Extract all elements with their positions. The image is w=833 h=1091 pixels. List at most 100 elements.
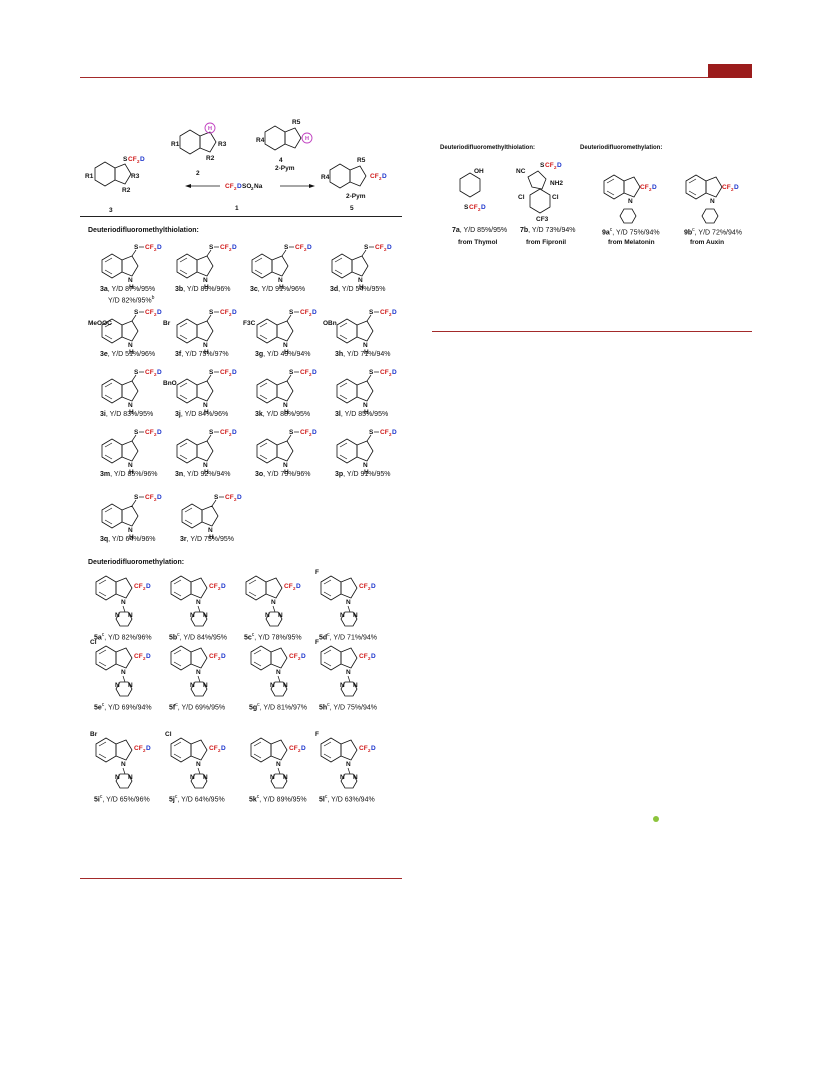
thio-caption-extra-3a: Y/D 82%/95%b <box>108 295 155 305</box>
r2-label: R2 <box>122 187 131 194</box>
svg-text:2: 2 <box>137 159 140 164</box>
svg-text:S: S <box>284 244 289 251</box>
svg-text:N: N <box>346 599 351 606</box>
svg-text:N: N <box>363 402 368 409</box>
svg-text:N: N <box>353 774 358 781</box>
thio-caption-3q: 3q, Y/D 64%/96% <box>100 536 156 543</box>
svg-text:D: D <box>232 244 237 251</box>
substituent-label: Cl <box>165 731 172 738</box>
svg-text:N: N <box>278 612 283 619</box>
svg-text:CF: CF <box>380 429 389 436</box>
substituent-label: BnO <box>163 380 177 387</box>
svg-text:2: 2 <box>154 247 157 252</box>
svg-text:2: 2 <box>304 247 307 252</box>
svg-text:CF: CF <box>220 369 229 376</box>
scheme-product-5: R4 R5 CF 2 D 2-Pym 5 <box>321 157 387 212</box>
svg-text:CF: CF <box>284 583 293 590</box>
thio-caption-3p: 3p, Y/D 91%/95% <box>335 471 391 478</box>
svg-text:N: N <box>276 669 281 676</box>
svg-text:S: S <box>134 309 139 316</box>
svg-text:H: H <box>284 469 289 476</box>
thio-caption-3e: 3e, Y/D 51%/96% <box>100 351 156 358</box>
thio-caption-3i: 3i, Y/D 83%/95% <box>100 411 154 418</box>
svg-text:D: D <box>232 369 237 376</box>
svg-text:2: 2 <box>298 656 301 661</box>
svg-text:CF: CF <box>209 653 218 660</box>
svg-text:S: S <box>289 309 294 316</box>
svg-text:H: H <box>305 136 309 142</box>
svg-text:2: 2 <box>234 186 237 191</box>
right-source-7a: from Thymol <box>458 239 498 246</box>
svg-text:H: H <box>364 349 369 356</box>
svg-text:N: N <box>340 612 345 619</box>
right-caption-7a: 7a, Y/D 85%/95% <box>452 227 508 234</box>
svg-text:H: H <box>204 409 209 416</box>
svg-text:N: N <box>340 682 345 689</box>
thio-caption-3h: 3h, Y/D 71%/94% <box>335 351 391 358</box>
svg-text:2: 2 <box>554 165 557 170</box>
svg-text:N: N <box>190 774 195 781</box>
svg-text:2: 2 <box>379 176 382 181</box>
svg-text:CF: CF <box>134 583 143 590</box>
methyl-caption-5j: 5jc, Y/D 64%/95% <box>169 794 225 804</box>
svg-text:N: N <box>710 198 715 205</box>
svg-text:N: N <box>276 761 281 768</box>
svg-text:CF: CF <box>722 184 731 191</box>
svg-text:2: 2 <box>218 748 221 753</box>
r3-label: R3 <box>131 173 140 180</box>
svg-text:H: H <box>204 284 209 291</box>
thio-caption-3k: 3k, Y/D 88%/95% <box>255 411 311 418</box>
svg-text:H: H <box>129 534 134 541</box>
svg-text:CF: CF <box>220 309 229 316</box>
svg-text:2: 2 <box>389 432 392 437</box>
svg-text:N: N <box>115 774 120 781</box>
svg-text:N: N <box>363 342 368 349</box>
svg-text:2-Pym: 2-Pym <box>346 193 366 200</box>
svg-text:N: N <box>358 277 363 284</box>
svg-text:2: 2 <box>368 656 371 661</box>
right-source-9b: from Auxin <box>690 239 725 246</box>
thio-caption-3d: 3d, Y/D 54%/95% <box>330 286 386 293</box>
svg-text:CF: CF <box>370 173 379 180</box>
svg-text:H: H <box>209 534 214 541</box>
svg-text:D: D <box>392 429 397 436</box>
svg-text:CF: CF <box>359 745 368 752</box>
svg-text:CF: CF <box>145 244 154 251</box>
svg-text:S: S <box>209 429 214 436</box>
svg-text:N: N <box>346 761 351 768</box>
svg-text:D: D <box>221 583 226 590</box>
svg-text:2: 2 <box>731 187 734 192</box>
svg-text:D: D <box>307 244 312 251</box>
svg-text:OH: OH <box>474 168 484 175</box>
svg-text:N: N <box>121 761 126 768</box>
thio-caption-3n: 3n, Y/D 92%/94% <box>175 471 231 478</box>
methyl-caption-5b: 5bc, Y/D 84%/95% <box>169 632 228 642</box>
svg-text:2: 2 <box>154 372 157 377</box>
substituent-label: F <box>315 569 319 576</box>
svg-text:S: S <box>289 369 294 376</box>
scheme-substrate-2: H R1 R3 R2 2 <box>171 122 227 177</box>
substituent-label: Br <box>163 320 171 327</box>
svg-text:D: D <box>481 204 486 211</box>
svg-text:5: 5 <box>350 205 354 212</box>
thio-caption-3o: 3o, Y/D 79%/96% <box>255 471 311 478</box>
svg-text:N: N <box>128 462 133 469</box>
svg-text:N: N <box>340 774 345 781</box>
svg-text:N: N <box>208 527 213 534</box>
substituent-label: F <box>315 731 319 738</box>
s-label: S <box>123 156 128 163</box>
svg-text:2: 2 <box>229 372 232 377</box>
